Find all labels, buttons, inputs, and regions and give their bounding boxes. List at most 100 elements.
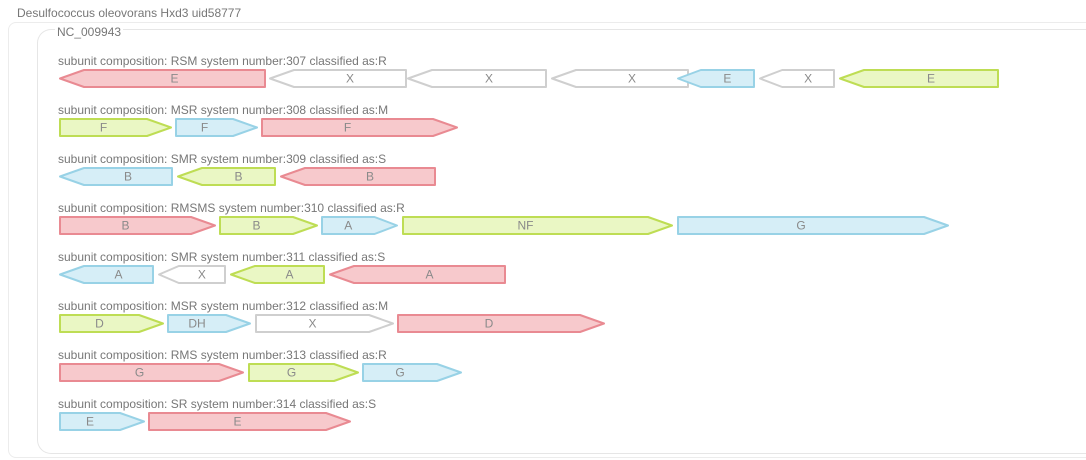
gene-label: B <box>234 170 242 184</box>
system-label-311: subunit composition: SMR system number:3… <box>58 250 386 264</box>
gene-label: B <box>252 219 260 233</box>
gene-label: E <box>233 415 241 429</box>
gene-label: X <box>804 72 812 86</box>
gene-label: A <box>114 268 122 282</box>
gene-label: E <box>723 72 731 86</box>
gene-label: DH <box>188 317 205 331</box>
gene-arrow-0-2[interactable]: X <box>407 69 547 88</box>
gene-label: F <box>201 121 208 135</box>
gene-shape <box>59 69 266 88</box>
gene-shape <box>148 412 351 431</box>
gene-label: G <box>796 219 805 233</box>
gene-arrow-7-0[interactable]: E <box>59 412 145 431</box>
gene-shape <box>321 216 398 235</box>
gene-label: X <box>346 72 354 86</box>
gene-arrow-2-0[interactable]: B <box>59 167 173 186</box>
gene-label: G <box>287 366 296 380</box>
gene-label: G <box>395 366 404 380</box>
gene-shape <box>158 265 226 284</box>
gene-arrow-5-3[interactable]: D <box>397 314 605 333</box>
gene-arrow-0-1[interactable]: X <box>269 69 407 88</box>
gene-shape <box>59 265 154 284</box>
organism-title: Desulfococcus oleovorans Hxd3 uid58777 <box>17 6 242 20</box>
gene-shape <box>677 69 755 88</box>
gene-shape <box>397 314 605 333</box>
gene-label: D <box>485 317 494 331</box>
gene-arrow-6-2[interactable]: G <box>362 363 462 382</box>
gene-shape <box>167 314 251 333</box>
gene-arrow-0-3[interactable]: X <box>551 69 689 88</box>
accession-panel <box>37 29 1086 454</box>
gene-arrow-0-4[interactable]: E <box>677 69 755 88</box>
gene-arrow-3-4[interactable]: G <box>677 216 949 235</box>
system-label-313: subunit composition: RMS system number:3… <box>58 348 387 362</box>
gene-arrow-3-1[interactable]: B <box>219 216 318 235</box>
gene-shape <box>177 167 276 186</box>
gene-arrow-4-0[interactable]: A <box>59 265 154 284</box>
gene-shape <box>362 363 462 382</box>
system-label-308: subunit composition: MSR system number:3… <box>58 103 389 117</box>
gene-label: E <box>86 415 94 429</box>
gene-arrow-1-2[interactable]: F <box>261 118 458 137</box>
system-label-310: subunit composition: RMSMS system number… <box>58 201 405 215</box>
gene-arrow-5-1[interactable]: DH <box>167 314 251 333</box>
gene-arrow-5-0[interactable]: D <box>59 314 164 333</box>
gene-arrow-7-1[interactable]: E <box>148 412 351 431</box>
system-label-312: subunit composition: MSR system number:3… <box>58 299 389 313</box>
gene-label: A <box>285 268 293 282</box>
gene-label: F <box>344 121 351 135</box>
gene-shape <box>219 216 318 235</box>
gene-arrow-5-2[interactable]: X <box>255 314 394 333</box>
gene-shape <box>248 363 359 382</box>
gene-label: B <box>121 219 129 233</box>
gene-arrow-0-6[interactable]: E <box>839 69 999 88</box>
gene-shape <box>329 265 506 284</box>
gene-arrow-3-0[interactable]: B <box>59 216 216 235</box>
system-label-309: subunit composition: SMR system number:3… <box>58 152 387 166</box>
gene-arrow-4-2[interactable]: A <box>230 265 325 284</box>
gene-arrow-1-1[interactable]: F <box>175 118 258 137</box>
gene-shape <box>59 216 216 235</box>
gene-shape <box>551 69 689 88</box>
system-label-314: subunit composition: SR system number:31… <box>58 397 377 411</box>
gene-shape <box>759 69 835 88</box>
gene-shape <box>261 118 458 137</box>
organism-panel <box>8 22 1086 458</box>
gene-shape <box>59 412 145 431</box>
gene-label: G <box>135 366 144 380</box>
gene-shape <box>59 314 164 333</box>
gene-label: E <box>927 72 935 86</box>
gene-arrow-3-3[interactable]: NF <box>402 216 673 235</box>
gene-shape <box>280 167 436 186</box>
gene-shape <box>839 69 999 88</box>
gene-arrow-2-2[interactable]: B <box>280 167 436 186</box>
gene-arrow-1-0[interactable]: F <box>59 118 172 137</box>
gene-arrow-6-0[interactable]: G <box>59 363 244 382</box>
gene-shape <box>269 69 407 88</box>
gene-arrow-0-0[interactable]: E <box>59 69 266 88</box>
gene-shape <box>230 265 325 284</box>
gene-arrow-4-3[interactable]: A <box>329 265 506 284</box>
gene-arrow-2-1[interactable]: B <box>177 167 276 186</box>
gene-arrow-3-2[interactable]: A <box>321 216 398 235</box>
gene-shape <box>255 314 394 333</box>
gene-shape <box>407 69 547 88</box>
gene-label: A <box>344 219 352 233</box>
gene-shape <box>402 216 673 235</box>
gene-label: D <box>95 317 104 331</box>
gene-label: NF <box>518 219 534 233</box>
gene-label: E <box>170 72 178 86</box>
gene-shape <box>59 363 244 382</box>
gene-shape <box>175 118 258 137</box>
gene-arrow-0-5[interactable]: X <box>759 69 835 88</box>
gene-shape <box>59 167 173 186</box>
gene-label: B <box>366 170 374 184</box>
gene-label: X <box>628 72 636 86</box>
gene-shape <box>59 118 172 137</box>
gene-arrow-4-1[interactable]: X <box>158 265 226 284</box>
gene-shape <box>677 216 949 235</box>
gene-arrow-6-1[interactable]: G <box>248 363 359 382</box>
gene-label: F <box>100 121 107 135</box>
gene-label: B <box>124 170 132 184</box>
